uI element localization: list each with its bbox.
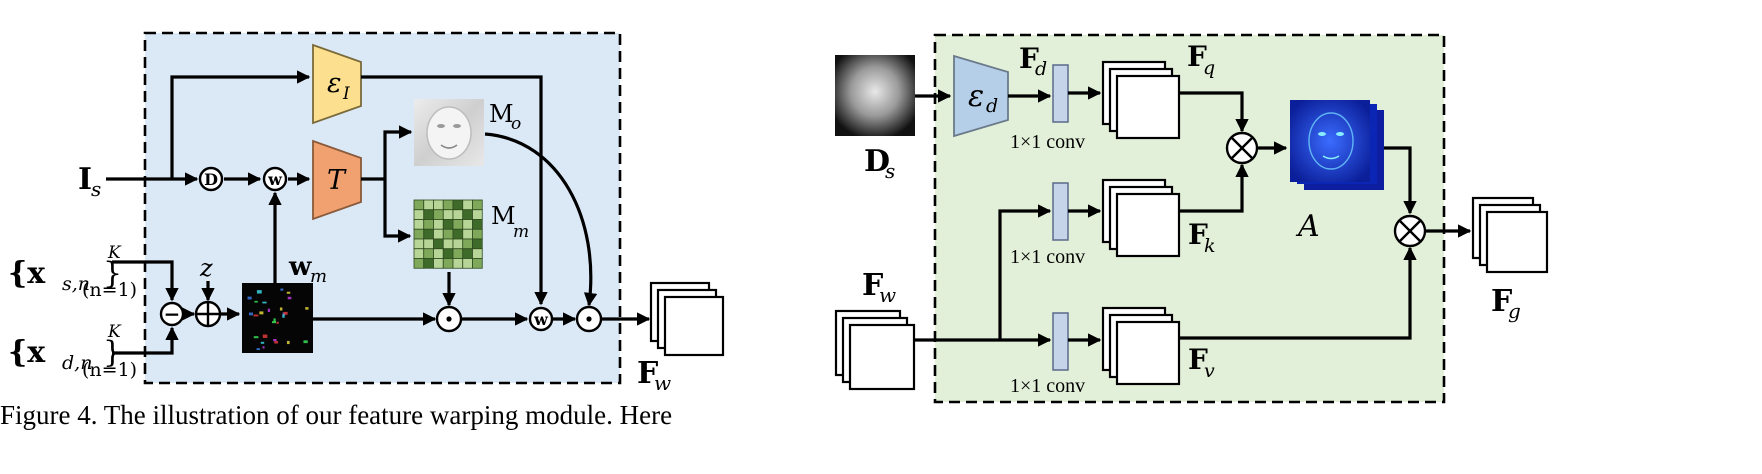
Fv-sub: v [1204, 360, 1215, 382]
right-encoder-label: ε [968, 79, 984, 114]
mask-m-sub: m [513, 222, 529, 242]
op-w-label-2: w [533, 310, 549, 329]
xd-label: {x [8, 335, 46, 370]
Fd-sub: d [1035, 58, 1047, 80]
mask-o-sub: o [511, 114, 521, 134]
op-minus-label: − [164, 302, 181, 326]
noise-label: z [199, 254, 213, 282]
xs-sub: s,n [62, 273, 90, 295]
Fg-label: F [1491, 284, 1512, 319]
Fq-stack [1101, 60, 1181, 140]
Fq-label: F [1187, 40, 1207, 73]
left-transform-label: T [327, 165, 347, 196]
Fw-stack [834, 309, 916, 391]
depth-image [835, 55, 915, 136]
op-w-label-1: w [267, 170, 283, 189]
left-transform-block [312, 139, 362, 221]
Fw-label: F [862, 268, 883, 303]
op-D-circle [198, 166, 224, 192]
attention-label: A [1295, 209, 1320, 244]
depth-label: D [864, 144, 890, 179]
svg-text:}: } [103, 256, 122, 291]
left-output-label: F [637, 356, 658, 391]
left-output-sub: w [654, 371, 671, 395]
attention-map [1290, 100, 1384, 190]
mask-o-label: M [489, 100, 514, 128]
conv2-label: 1×1 conv [1010, 246, 1085, 268]
Fg-stack [1471, 196, 1549, 274]
right-encoder-block [953, 54, 1009, 138]
left-module-panel [143, 31, 622, 385]
xs-sup: K [107, 243, 122, 263]
conv3-block [1052, 312, 1069, 371]
weight-map-dots [247, 288, 309, 351]
input-I-label: I [78, 162, 92, 197]
conv3-label: 1×1 conv [1010, 375, 1085, 397]
Fk-label: F [1188, 218, 1208, 251]
Fk-sub: k [1204, 235, 1216, 257]
mask-m-label: M [491, 202, 516, 230]
left-encoder-sub: I [342, 84, 350, 104]
xd-sub: d,n [62, 352, 92, 374]
depth-sub: s [885, 159, 895, 183]
Fq-sub: q [1203, 57, 1215, 79]
op-w-circle-1 [262, 166, 288, 192]
xd-range: (n=1) [82, 359, 137, 381]
conv1-label: 1×1 conv [1010, 131, 1085, 153]
Fw-sub: w [879, 283, 896, 307]
weight-label: w [288, 252, 312, 282]
Fv-stack [1101, 306, 1181, 386]
xs-range: (n=1) [82, 279, 137, 301]
weight-sub: m [310, 266, 327, 287]
xs-label: {x [8, 256, 46, 291]
input-I-sub: s [91, 177, 101, 201]
mask-o-face [426, 106, 472, 160]
op-D-label: D [204, 170, 218, 189]
Fv-label: F [1188, 343, 1208, 376]
left-encoder-block [312, 43, 362, 125]
Fg-sub: g [1508, 299, 1521, 323]
conv2-block [1052, 182, 1069, 241]
figure-caption: Figure 4. The illustration of our featur… [0, 400, 672, 430]
left-encoder-label: ε [327, 68, 342, 99]
Fd-label: F [1019, 42, 1039, 75]
right-encoder-sub: d [986, 95, 998, 117]
xd-sup: K [107, 322, 122, 342]
Fk-stack [1101, 178, 1181, 258]
mask-m-grid [413, 199, 483, 269]
conv1-block [1052, 64, 1069, 123]
left-output-stack [649, 281, 725, 357]
